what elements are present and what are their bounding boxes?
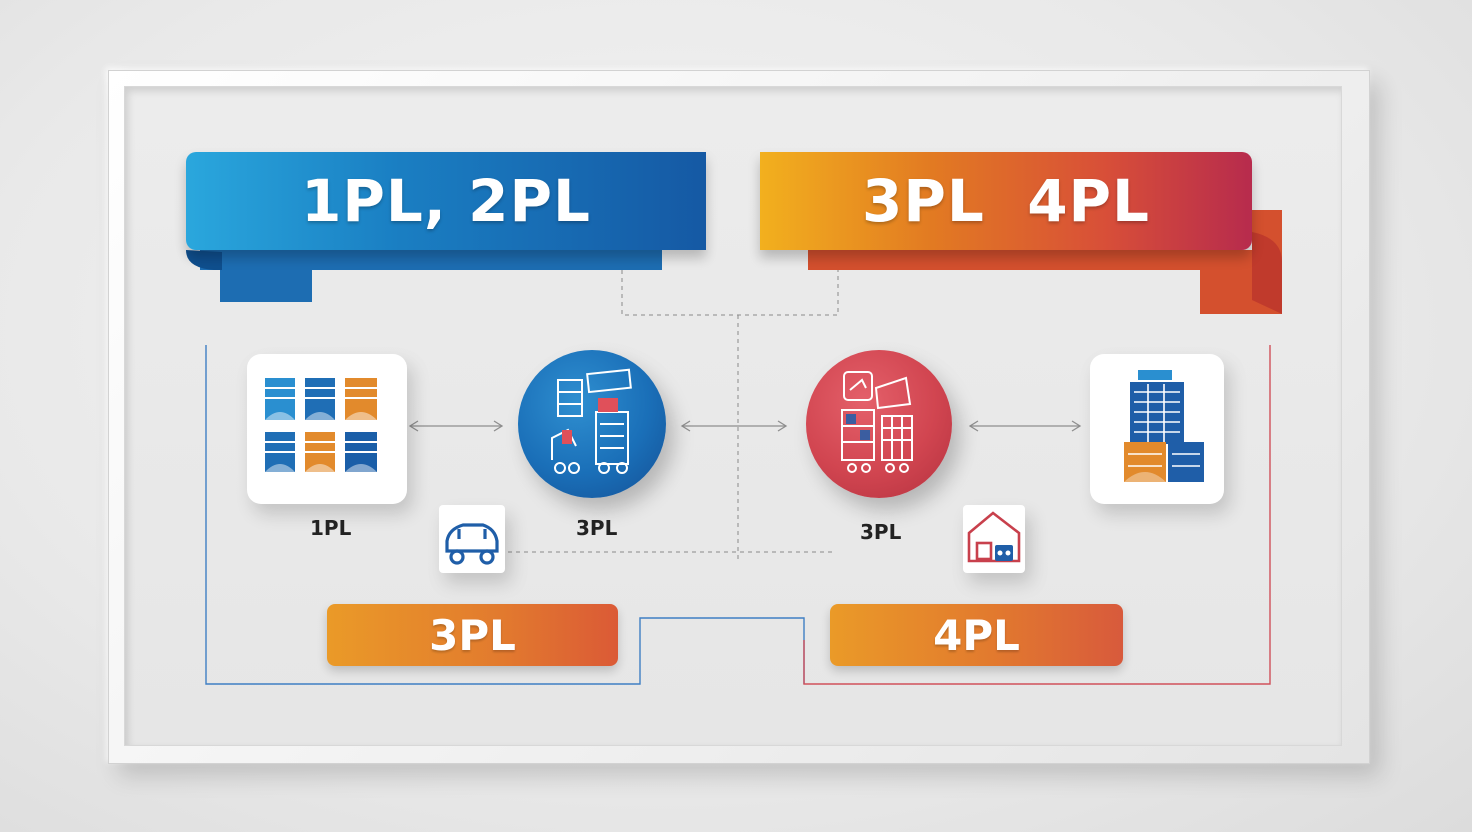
arrows (408, 420, 1082, 432)
red-path-line (803, 345, 1271, 685)
car-tile (439, 505, 505, 573)
garage-icon (967, 511, 1021, 563)
left-banner-fold (200, 250, 662, 302)
bottom-pill-4pl-label: 4PL (933, 610, 1020, 660)
car-icon (445, 523, 499, 565)
red-circle-label: 3PL (860, 520, 902, 544)
left-banner: 1PL, 2PL (186, 152, 706, 250)
delivery-cart-icon (841, 371, 913, 473)
bottom-pill-4pl: 4PL (830, 604, 1123, 666)
red-3pl-circle (806, 350, 952, 498)
right-tile (1090, 354, 1224, 504)
logistics-equipment-icon (551, 368, 632, 474)
blue-circle-label: 3PL (576, 516, 618, 540)
left-banner-title: 1PL, 2PL (301, 167, 591, 235)
blue-3pl-circle (518, 350, 666, 498)
right-banner-curl (1252, 232, 1282, 314)
bottom-pill-3pl: 3PL (327, 604, 618, 666)
left-tile (247, 354, 407, 504)
left-tile-label: 1PL (310, 516, 352, 540)
right-banner: 3PL 4PL (760, 152, 1252, 250)
right-banner-title: 3PL 4PL (861, 167, 1151, 235)
left-banner-curl (186, 250, 222, 270)
garage-tile (963, 505, 1025, 573)
right-banner-fold (808, 210, 1282, 314)
warehouse-grid-icon (265, 378, 377, 472)
blue-path-line (205, 345, 805, 685)
building-icon (1124, 370, 1204, 482)
dashed-guides (460, 270, 839, 560)
bottom-pill-3pl-label: 3PL (429, 610, 516, 660)
